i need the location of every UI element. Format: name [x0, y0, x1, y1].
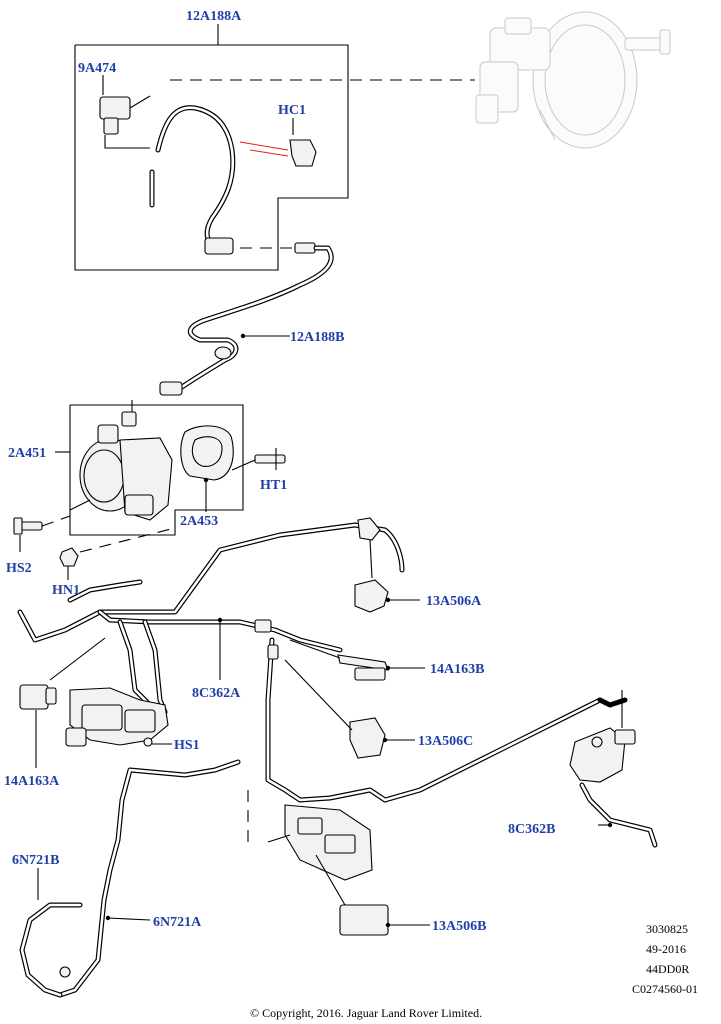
pressure-sensor-9A474 — [99, 75, 151, 149]
vacuum-pump-2A451 — [69, 400, 173, 521]
callout-HC1: HC1 — [278, 103, 306, 118]
pipe-6N721 — [19, 759, 249, 998]
nut-HN1 — [59, 547, 79, 580]
sensor-14A163B — [289, 639, 425, 681]
clip-13A506C — [284, 659, 415, 759]
callout-8C362A: 8C362A — [192, 686, 241, 701]
callout-13A506C: 13A506C — [418, 734, 473, 749]
callout-13A506B: 13A506B — [432, 919, 486, 934]
callout-12A188B: 12A188B — [290, 330, 344, 345]
reference-line-1: 3030825 — [646, 922, 688, 936]
callout-9A474: 9A474 — [78, 61, 116, 76]
sensor-14A163A — [19, 637, 106, 768]
copyright-notice: © Copyright, 2016. Jaguar Land Rover Lim… — [250, 1006, 482, 1020]
brake-pipe-8C362B — [569, 690, 658, 848]
callout-12A188A: 12A188A — [186, 9, 242, 24]
callout-HN1: HN1 — [52, 583, 80, 598]
pipe-manifold-13A506B — [267, 804, 430, 936]
vacuum-hose-12A188B — [159, 242, 334, 396]
callout-6N721A: 6N721A — [153, 915, 202, 930]
reference-line-3: 44DD0R — [646, 962, 689, 976]
callout-14A163A: 14A163A — [4, 774, 60, 789]
callout-2A451: 2A451 — [8, 446, 46, 461]
hydraulic-unit-bracket — [65, 687, 172, 747]
bolt-HS2 — [13, 515, 176, 553]
callout-8C362B: 8C362B — [508, 822, 555, 837]
stud-HT1 — [231, 448, 286, 471]
gasket-2A453 — [180, 425, 234, 512]
callout-13A506A: 13A506A — [426, 594, 482, 609]
callout-HS1: HS1 — [174, 738, 200, 753]
vacuum-hose-upper — [149, 105, 236, 255]
clips-13A506A — [354, 517, 420, 613]
hose-assembly-box-upper — [74, 24, 475, 271]
callout-2A453: 2A453 — [180, 514, 218, 529]
callout-6N721B: 6N721B — [12, 853, 59, 868]
hose-clip-HC1 — [239, 118, 317, 167]
reference-line-4: C0274560-01 — [632, 982, 698, 996]
reference-line-2: 49-2016 — [646, 942, 686, 956]
brake-pipe-assembly-8C362A — [17, 522, 603, 803]
vacuum-pump-box — [55, 404, 244, 536]
callout-HS2: HS2 — [6, 561, 32, 576]
callout-HT1: HT1 — [260, 478, 287, 493]
brake-booster-ghost — [475, 11, 671, 149]
callout-14A163B: 14A163B — [430, 662, 484, 677]
